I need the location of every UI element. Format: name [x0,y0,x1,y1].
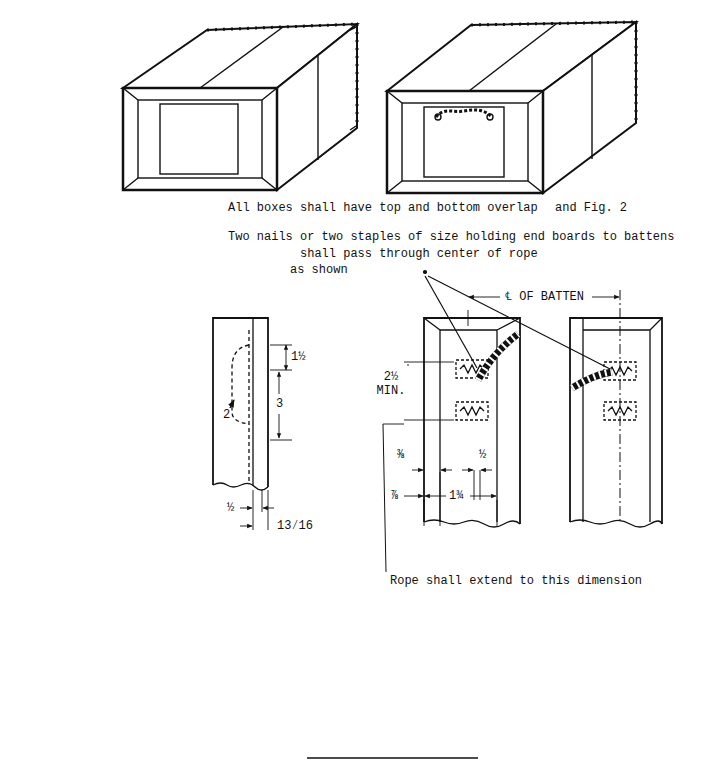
box-end [387,91,543,193]
dimension-text: 13⁄16 [276,519,314,533]
staple-outline [456,402,488,420]
frame-bevel [387,91,543,193]
dimension-text: 1¾ [448,489,464,503]
leader-lines [424,271,613,371]
break-line [424,520,520,527]
callout-number: 2 [222,408,231,422]
staple-symbol [608,407,632,415]
end-frame [402,103,528,181]
rope [478,334,518,380]
note-text: Two nails or two staples of size holding… [228,230,674,244]
staple-outline [604,402,636,420]
extension-line [270,345,292,440]
side-seam [591,55,592,159]
rope-twist [478,334,518,380]
batten-detail [213,318,292,530]
end-board-detail-2 [468,290,662,527]
hidden-line [248,330,249,482]
box-side [277,24,357,190]
leader-line [383,424,386,572]
batten-outline [213,318,268,487]
extension-line [468,310,469,326]
centerline-label: ℄ OF BATTEN [504,290,585,304]
rope-knot [487,114,493,120]
dimension-line [240,526,252,527]
box-figure-2 [387,22,636,193]
leader-dot [424,271,427,274]
rope-handle [436,110,492,117]
dimension-line [240,508,252,509]
dimension-line [412,470,423,471]
dimension-line [481,470,492,471]
dimension-line [441,470,452,471]
leader-line [425,276,477,368]
top-seam [200,27,283,88]
hand-hole [160,104,238,174]
side-seam [317,56,318,160]
extension-line [404,362,454,420]
dimension-line [470,496,496,497]
dimension-line [279,414,280,438]
end-outline [424,318,520,524]
box-figure-1 [123,24,357,190]
rope-groove [232,345,249,424]
dimension-line [263,508,274,509]
dimension-line [279,372,280,394]
frame-bevel [123,88,277,190]
dimension-line [469,297,500,298]
frame-bevel [424,318,520,330]
note-text: Rope shall extend to this dimension [390,574,642,588]
note-text: as shown [290,263,348,277]
break-line [213,483,268,490]
hand-hole [424,107,504,177]
rule-line [307,757,478,759]
top-seam [469,24,556,91]
dimension-line [404,496,423,497]
note-text: shall pass through center of rope [300,247,538,261]
end-frame [138,100,262,178]
box-views [123,22,636,193]
dimension-text: 1½ [290,350,306,364]
staple-symbol [460,407,484,415]
box-side [543,22,636,193]
batten-line [583,318,662,522]
rope-twist [572,372,612,388]
dimension-text: ⅞ [390,489,399,503]
dimension-text: 3 [275,397,284,411]
break-line [570,520,662,527]
dimension-text: ⅜ [396,448,405,462]
extension-line [424,470,497,526]
center-line [620,290,621,520]
box-end [123,88,277,190]
dimension-line [286,345,287,370]
rope-knot [435,114,441,120]
dimension-text: ½ [226,501,235,515]
dimension-line [462,470,473,471]
extension-line [253,490,268,530]
extension-line [383,424,404,425]
edge-line [252,318,253,486]
end-board-detail [383,318,520,572]
rope [572,372,612,388]
dimension-text: 2½ MIN. [372,370,410,398]
dimension-line [408,364,409,366]
strap [350,27,356,130]
dimension-line [592,297,619,298]
dimension-line [425,496,446,497]
dimension-text: ½ [478,448,487,462]
end-outline [570,318,662,524]
note-text: and Fig. 2 [555,201,627,215]
note-text: All boxes shall have top and bottom over… [228,201,538,215]
